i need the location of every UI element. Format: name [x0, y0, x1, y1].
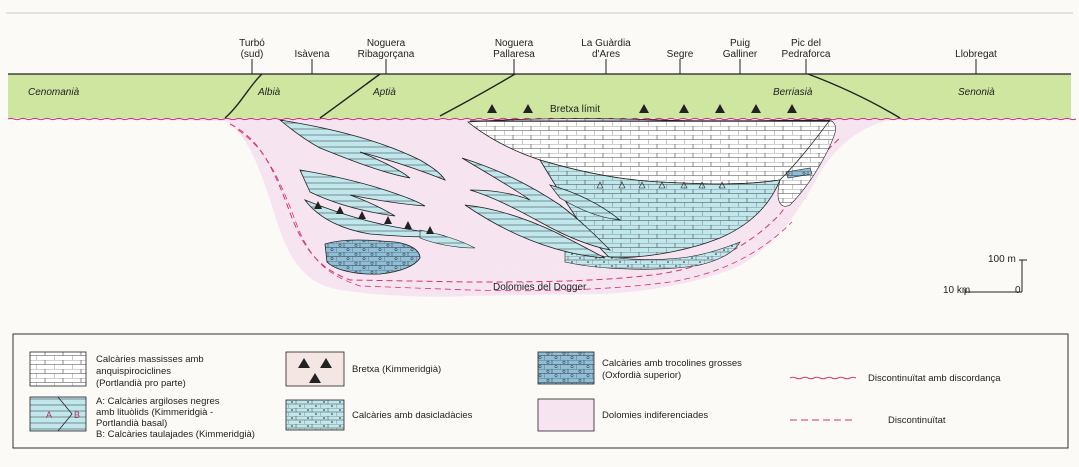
bretxa-limit-label: Bretxa límit [550, 104, 600, 115]
dasycladacean-limestone [564, 241, 741, 270]
legend-mark-a: A [46, 410, 52, 420]
legend-item1-line1: Calcàries massisses amb [96, 354, 204, 365]
lituolid-tongue-2 [464, 204, 606, 259]
place-label-noguera-ribagorcana-0: Noguera [367, 38, 406, 49]
legend-item2-line1: A: Calcàries argiloses negres [96, 396, 220, 407]
legend-item3: Bretxa (Kimmeridgià) [352, 364, 441, 375]
legend-mark-b: B [74, 410, 80, 420]
place-labels: Turbó(sud)IsàvenaNogueraRibagorçanaNogue… [239, 38, 997, 74]
dolomies-dogger-label: Dolomies del Dogger [493, 282, 587, 293]
legend-swatch-trocholine [537, 351, 595, 385]
trocholine-limestone-lens [324, 239, 421, 275]
breccia-triangle-left-4 [404, 221, 412, 229]
scale-horizontal: 10 km [943, 285, 970, 296]
legend-item8: Discontinuïtat [888, 415, 946, 426]
legend-item5-line1: Calcàries amb trocolines grosses [602, 358, 742, 369]
place-label-la-guardia-0: La Guàrdia [581, 38, 631, 49]
small-triangle-2 [638, 181, 646, 189]
place-label-puig-galliner-1: Galliner [723, 49, 758, 60]
legend-item2-line2: amb lituòlids (Kimmeridgià - [96, 407, 213, 418]
legend-item7: Discontinuïtat amb discordança [868, 373, 1001, 384]
breccia-triangle-left-5 [426, 226, 434, 234]
breccia-triangle-5 [751, 104, 761, 113]
place-label-la-guardia-1: d'Ares [592, 49, 620, 60]
stage-berriasia: Berriasià [773, 87, 813, 98]
breccia-triangle-2 [639, 104, 649, 113]
place-label-segre-0: Segre [667, 49, 694, 60]
place-label-noguera-ribagorcana-1: Ribagorçana [358, 49, 415, 60]
breccia-triangles [314, 104, 797, 234]
legend-item6: Dolomies indiferenciades [602, 410, 708, 421]
legend-item1-line2: anquispirociclines [96, 366, 171, 377]
breccia-triangle-4 [715, 104, 725, 113]
small-triangle-1 [618, 181, 626, 189]
breccia-triangle-6 [787, 104, 797, 113]
legend-item5-line2: (Oxfordià superior) [602, 370, 681, 381]
place-isavena: Isàvena [294, 49, 330, 74]
place-label-puig-galliner-0: Puig [730, 38, 750, 49]
left-tongue-1 [278, 119, 446, 181]
place-label-pedraforca-0: Pic del [791, 38, 821, 49]
legend-item4: Calcàries amb dasicladàcies [352, 410, 473, 421]
legend-swatch-lituolid [29, 396, 87, 432]
place-label-turbo-1: (sud) [241, 49, 264, 60]
legend: Calcàries massisses amb anquispirociclin… [12, 333, 1069, 449]
massive-limestone-fringe [777, 119, 836, 207]
aptia-boundary [319, 73, 381, 119]
legend-swatch-unconformity [789, 376, 857, 380]
place-turbo: Turbó(sud) [239, 38, 265, 74]
legend-item2-line4: B: Calcàries taulajades (Kimmeridgià) [96, 429, 255, 440]
stage-aptia: Aptià [372, 87, 396, 98]
legend-item2-line3: Portlandià basal) [96, 418, 167, 429]
scale-bar: 100 m 10 km 0 [943, 254, 1027, 296]
scale-vertical: 100 m [988, 254, 1016, 265]
legend-item1-line3: (Portlandià pro parte) [96, 378, 186, 389]
place-label-llobregat-0: Llobregat [955, 49, 997, 60]
breccia-triangle-left-2 [358, 211, 366, 219]
place-label-noguera-pallaresa-0: Noguera [495, 38, 534, 49]
breccia-triangle-left-3 [384, 216, 392, 224]
place-label-turbo-0: Turbó [239, 38, 265, 49]
scale-zero: 0 [1015, 285, 1021, 296]
stage-albia: Albià [257, 87, 281, 98]
berriasia-boundary-right [807, 73, 901, 119]
place-segre: Segre [667, 49, 694, 74]
lituolid-tongue-1 [461, 157, 612, 251]
place-label-noguera-pallaresa-1: Pallaresa [493, 49, 535, 60]
breccia-triangle-left-0 [314, 201, 322, 209]
small-triangle-4 [680, 181, 688, 189]
discontinuity-line [229, 123, 841, 283]
breccia-triangle-3 [679, 104, 689, 113]
left-tongue-4 [419, 229, 476, 249]
legend-swatch-massive [29, 351, 87, 387]
legend-swatch-dolomite [537, 398, 595, 432]
legend-swatch-dasyclad [285, 399, 345, 431]
small-lens [785, 167, 813, 179]
place-label-pedraforca-1: Pedraforca [782, 49, 831, 60]
breccia-triangle-1 [523, 104, 533, 113]
small-breccia-marks [596, 181, 726, 189]
small-triangle-3 [658, 181, 666, 189]
albia-boundary [224, 73, 263, 119]
small-triangle-0 [596, 181, 604, 189]
breccia-triangle-left-1 [336, 206, 344, 214]
cretaceous-band [8, 74, 1071, 118]
stage-senonia: Senonià [958, 87, 995, 98]
lituolid-tongue-3 [549, 184, 622, 221]
berriasia-boundary-left [439, 73, 516, 117]
small-triangle-5 [698, 181, 706, 189]
place-label-isavena-0: Isàvena [294, 49, 329, 60]
stage-cenomania: Cenomanià [28, 87, 80, 98]
place-llobregat: Llobregat [955, 49, 997, 74]
left-tongue-2 [299, 169, 426, 217]
small-triangle-6 [718, 181, 726, 189]
breccia-triangle-0 [487, 104, 497, 113]
